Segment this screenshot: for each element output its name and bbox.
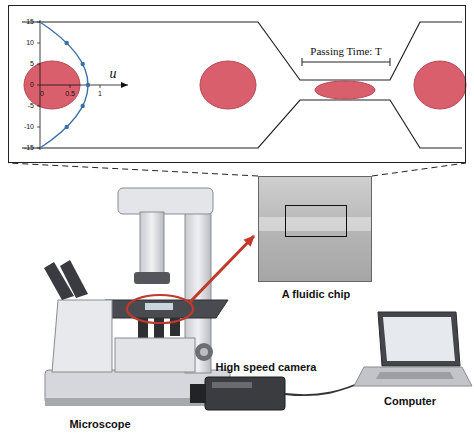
plot-axis [40, 85, 128, 86]
channel-panel: Passing Time: T [8, 5, 466, 163]
axis-tick-label: -5 [28, 102, 34, 110]
node-text: Passing Time: T [310, 45, 381, 57]
axis-tick-label: 15 [26, 18, 34, 26]
axis-tick-label: -15 [24, 144, 34, 152]
channel-wall [22, 100, 462, 148]
data-points [65, 41, 91, 129]
camera-illustration [190, 377, 372, 410]
axis-tick-label: 1 [98, 90, 102, 98]
chip-channel [259, 217, 371, 231]
axis-tick-label: -10 [24, 123, 34, 131]
velocity-profile [40, 22, 88, 148]
part-label: Microscope [69, 418, 130, 430]
axis-tick-label: 0 [40, 90, 44, 98]
cell [200, 61, 256, 109]
axis-tick-label: 10 [26, 39, 34, 47]
chip-photo: A fluidic chip [258, 176, 372, 282]
part-label: High speed camera [216, 361, 317, 373]
time-bracket [302, 58, 390, 66]
axis-ticks [37, 22, 100, 148]
red-arrow [190, 236, 254, 302]
axis-tick-label: 0.5 [65, 90, 75, 98]
microscope-illustration [44, 188, 230, 406]
region-of-interest [285, 205, 347, 237]
part-label: Computer [384, 395, 436, 407]
node-text: A fluidic chip [282, 288, 351, 300]
axis-tick-label: 0 [30, 81, 34, 89]
zoom-connector [8, 163, 466, 176]
cell [414, 61, 466, 109]
axis-tick-label: 5 [30, 60, 34, 68]
deformed-cell [315, 81, 375, 99]
laptop-illustration [354, 312, 472, 386]
axis-title: u [110, 66, 117, 81]
